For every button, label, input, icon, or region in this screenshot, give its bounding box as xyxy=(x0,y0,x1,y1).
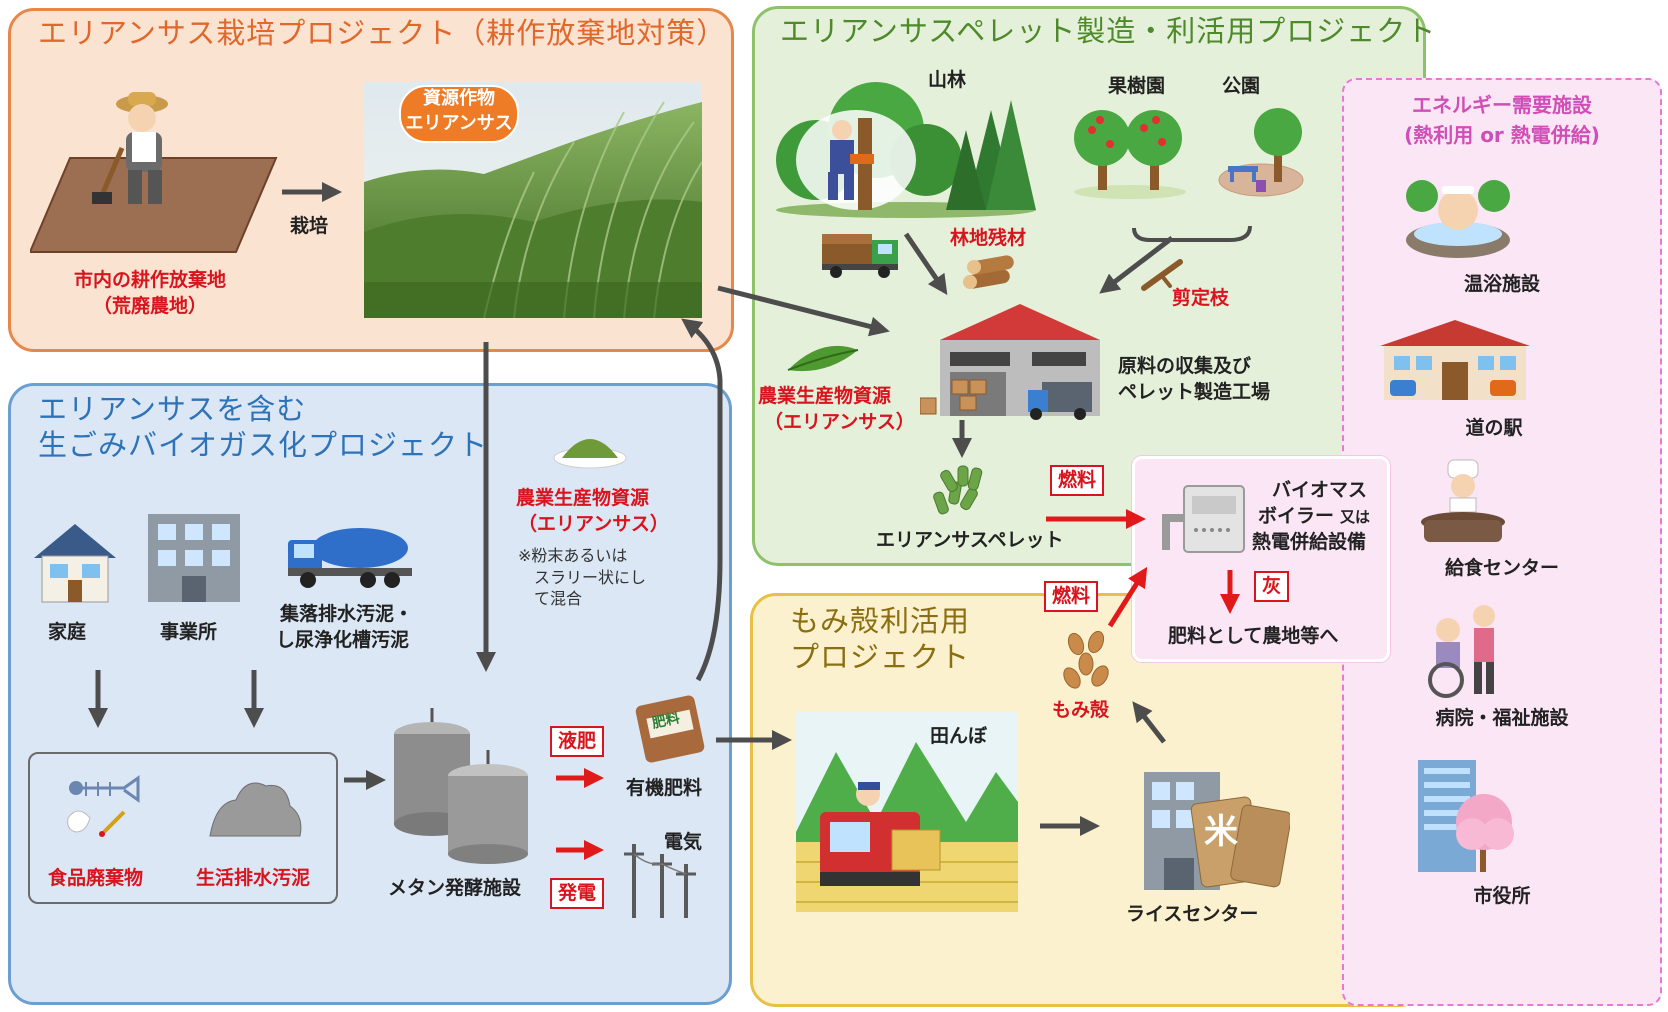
liquid-fertilizer-tag: 液肥 xyxy=(550,726,605,757)
ash-tag: 灰 xyxy=(1254,571,1290,602)
forest-label: 山林 xyxy=(928,69,967,91)
demand-item-hospital: 病院・福祉施設 xyxy=(1435,707,1569,729)
farmland-illustration xyxy=(30,157,278,253)
methane-label: メタン発酵施設 xyxy=(388,877,522,899)
boiler-line1: バイオマス xyxy=(1272,479,1368,501)
erianthus-powder-icon xyxy=(553,439,627,469)
demand-item-roadside-station: 道の駅 xyxy=(1465,417,1523,439)
paddy-field-label: 田んぼ xyxy=(930,725,988,747)
rice-bag-label: 米 xyxy=(1204,812,1238,852)
husk-title-line2: プロジェクト xyxy=(790,640,971,674)
electricity-label: 電気 xyxy=(664,831,703,853)
sludge-label-line1: 集落排水汚泥・ xyxy=(280,603,414,625)
log-truck-icon xyxy=(822,234,898,278)
park-label: 公園 xyxy=(1222,75,1261,97)
food-waste-icon xyxy=(67,775,140,837)
crop-badge-line2: エリアンサス xyxy=(405,113,513,134)
boiler-panel xyxy=(1132,456,1390,662)
house-icon xyxy=(34,524,116,603)
factory-label-line1: 原料の収集及び xyxy=(1118,355,1252,377)
boiler-line3: 熱電併給設備 xyxy=(1252,531,1367,553)
fertilizer-bag-icon xyxy=(635,695,705,763)
pruned-branches-label: 剪定枝 xyxy=(1172,287,1230,309)
rice-husk-label: もみ殻 xyxy=(1052,699,1110,721)
pellet-agri-resource-line1: 農業生産物資源 xyxy=(758,385,892,407)
cultivate-arrow-label: 栽培 xyxy=(290,215,329,237)
rice-center-icon xyxy=(1144,772,1290,890)
park-illustration xyxy=(1218,108,1304,197)
pellet-fuel-tag: 燃料 xyxy=(1050,465,1105,496)
hospital-welfare-icon xyxy=(1428,605,1495,698)
forest-residue-label: 林地残材 xyxy=(950,227,1027,249)
pellet-title: エリアンサスペレット製造・利活用プロジェクト xyxy=(780,14,1437,48)
farmer-icon xyxy=(92,92,168,204)
demand-item-school-lunch: 給食センター xyxy=(1444,557,1559,579)
farmland-label-line2: （荒廃農地） xyxy=(92,295,207,317)
factory-illustration xyxy=(920,304,1100,420)
school-lunch-icon xyxy=(1421,459,1505,542)
waste-sub-box xyxy=(28,752,338,904)
boiler-line2b: 又は xyxy=(1340,508,1371,526)
demand-item-city-hall: 市役所 xyxy=(1473,885,1531,907)
rice-center-label: ライスセンター xyxy=(1126,903,1259,925)
biogas-title-line1: エリアンサスを含む xyxy=(38,392,307,426)
power-generation-tag: 発電 xyxy=(550,878,605,909)
pellet-agri-resource-line2: （エリアンサス） xyxy=(764,411,915,433)
demand-item-hot-spring: 温浴施設 xyxy=(1463,273,1540,295)
boiler-line2a: ボイラー xyxy=(1258,505,1335,527)
logs-icon xyxy=(963,255,1014,289)
biogas-panel xyxy=(8,383,732,1005)
factory-label-line2: ペレット製造工場 xyxy=(1118,381,1271,403)
organic-fertilizer-label: 有機肥料 xyxy=(626,777,703,799)
office-label: 事業所 xyxy=(160,621,218,643)
orchard-label: 果樹園 xyxy=(1108,75,1166,97)
boiler-icon xyxy=(1162,485,1245,553)
methane-tanks-icon xyxy=(394,708,528,864)
roadside-station-icon xyxy=(1380,320,1530,400)
sludge-label-line2: し尿浄化槽汚泥 xyxy=(276,629,410,651)
biogas-agri-resource-line1: 農業生産物資源 xyxy=(516,487,650,509)
husk-title-line1: もみ殻利活用 xyxy=(790,604,971,638)
pellet-icon xyxy=(933,465,983,515)
farmland-label-line1: 市内の耕作放棄地 xyxy=(73,269,226,291)
leaves-icon xyxy=(787,345,859,372)
hot-spring-icon xyxy=(1406,180,1510,258)
orchard-illustration xyxy=(1074,110,1186,199)
erianthus-photo xyxy=(364,82,702,318)
domestic-sludge-label: 生活排水汚泥 xyxy=(196,867,311,889)
powder-note: ※粉末あるいは スラリー状にし て混合 xyxy=(518,546,647,609)
forest-illustration xyxy=(776,82,1036,218)
demand-title-line2: (熱利用 or 熱電併給) xyxy=(1404,123,1600,147)
cultivation-title: エリアンサス栽培プロジェクト（耕作放棄地対策） xyxy=(38,16,727,50)
crop-badge xyxy=(399,85,519,143)
biogas-agri-resource-line2: （エリアンサス） xyxy=(518,513,669,535)
city-hall-icon xyxy=(1418,760,1514,872)
sludge-pile-icon xyxy=(209,782,302,837)
office-building-icon xyxy=(148,514,240,602)
fertilizer-to-farmland: 肥料として農地等へ xyxy=(1168,625,1339,647)
power-pole-icon xyxy=(624,844,696,918)
demand-title-line1: エネルギー需要施設 xyxy=(1412,93,1592,117)
biogas-title-line2: 生ごみバイオガス化プロジェクト xyxy=(38,428,489,462)
food-waste-label: 食品廃棄物 xyxy=(48,867,144,889)
vacuum-truck-icon xyxy=(288,528,412,588)
crop-badge-line1: 資源作物 xyxy=(423,88,495,109)
pellet-label: エリアンサスペレット xyxy=(876,529,1064,551)
husk-fuel-tag: 燃料 xyxy=(1044,581,1099,612)
paddy-field-photo xyxy=(796,712,1018,912)
rice-husk-icon xyxy=(1063,630,1109,689)
home-label: 家庭 xyxy=(48,621,87,643)
